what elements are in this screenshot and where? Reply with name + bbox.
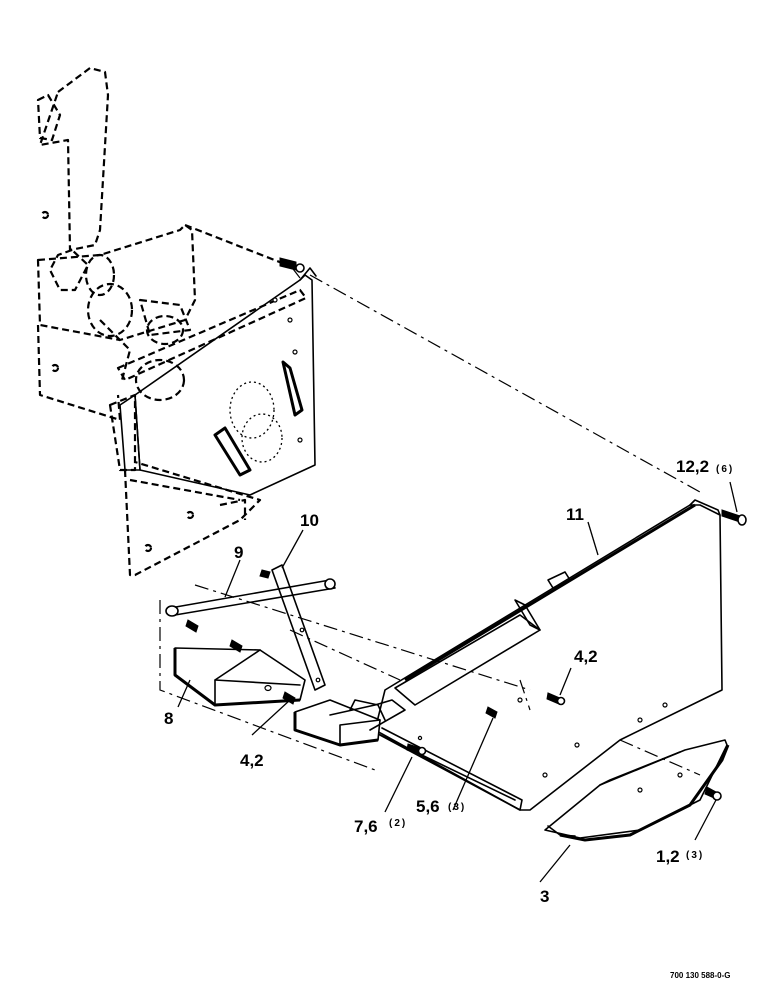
callout-7-6: 7,6 xyxy=(354,817,378,836)
callout-5-6-qty: (3) xyxy=(448,802,466,813)
mounting-plate xyxy=(119,267,317,496)
callout-1-2: 1,2 xyxy=(656,847,680,866)
shield-assembly xyxy=(369,499,723,811)
callout-12-2-qty: (6) xyxy=(716,464,734,475)
callout-10: 10 xyxy=(300,511,319,530)
skid-runner xyxy=(544,739,730,842)
angle-bracket-lower xyxy=(293,699,406,747)
brace-rod-9 xyxy=(165,578,336,617)
bolt-4-right xyxy=(546,692,566,706)
reference-frame-dashed xyxy=(36,66,308,577)
callout-9: 9 xyxy=(234,543,243,562)
document-number: 700 130 588-0-G xyxy=(670,971,731,980)
bolt-12 xyxy=(721,509,747,526)
bolt-5 xyxy=(485,706,498,719)
callout-7-6-qty: (2) xyxy=(389,818,407,829)
callout-4-2-right: 4,2 xyxy=(574,647,598,666)
callout-3: 3 xyxy=(540,887,549,906)
bolt-top xyxy=(279,257,305,273)
callout-labels: 12,2 (6) 11 10 9 8 4,2 4,2 7,6 (2) 5,6 (… xyxy=(164,457,734,906)
callout-12-2: 12,2 xyxy=(676,457,709,476)
callout-4-2-left: 4,2 xyxy=(240,751,264,770)
bolt-7 xyxy=(406,743,427,756)
bolt-4-left xyxy=(282,691,296,705)
callout-1-2-qty: (3) xyxy=(686,850,704,861)
callout-11: 11 xyxy=(566,505,584,524)
callout-5-6: 5,6 xyxy=(416,797,440,816)
leader-lines xyxy=(177,481,738,883)
callout-8: 8 xyxy=(164,709,173,728)
angle-bracket-8 xyxy=(173,647,306,707)
bolts-8 xyxy=(185,619,243,653)
bolt-1 xyxy=(704,786,722,801)
brace-bar-10 xyxy=(259,564,326,691)
